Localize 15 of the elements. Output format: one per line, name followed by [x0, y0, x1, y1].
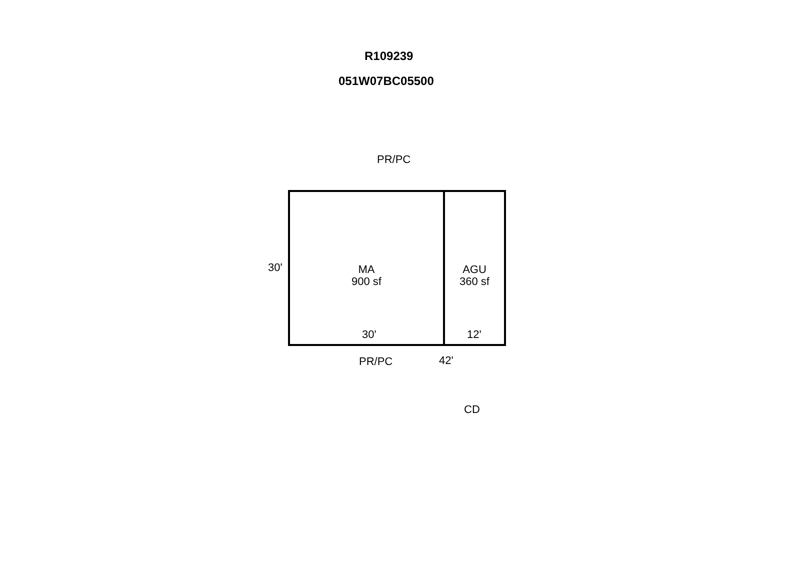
parcel-number: 051W07BC05500 [338, 75, 434, 88]
room-outline [288, 190, 445, 346]
dimension-label: 42' [439, 355, 454, 368]
room-label: MA [358, 264, 375, 276]
drawing-title: R109239 [364, 50, 414, 63]
room-label: AGU [462, 264, 486, 276]
boundary-label: CD [464, 404, 480, 417]
dimension-label: 30' [362, 329, 376, 342]
boundary-label: PR/PC [359, 356, 393, 369]
boundary-label: PR/PC [377, 154, 411, 167]
area-label: 900 sf [352, 276, 382, 288]
room-outline [443, 190, 506, 346]
dimension-label: 30' [268, 262, 282, 275]
dimension-label: 12' [467, 329, 482, 342]
area-label: 360 sf [460, 276, 490, 288]
